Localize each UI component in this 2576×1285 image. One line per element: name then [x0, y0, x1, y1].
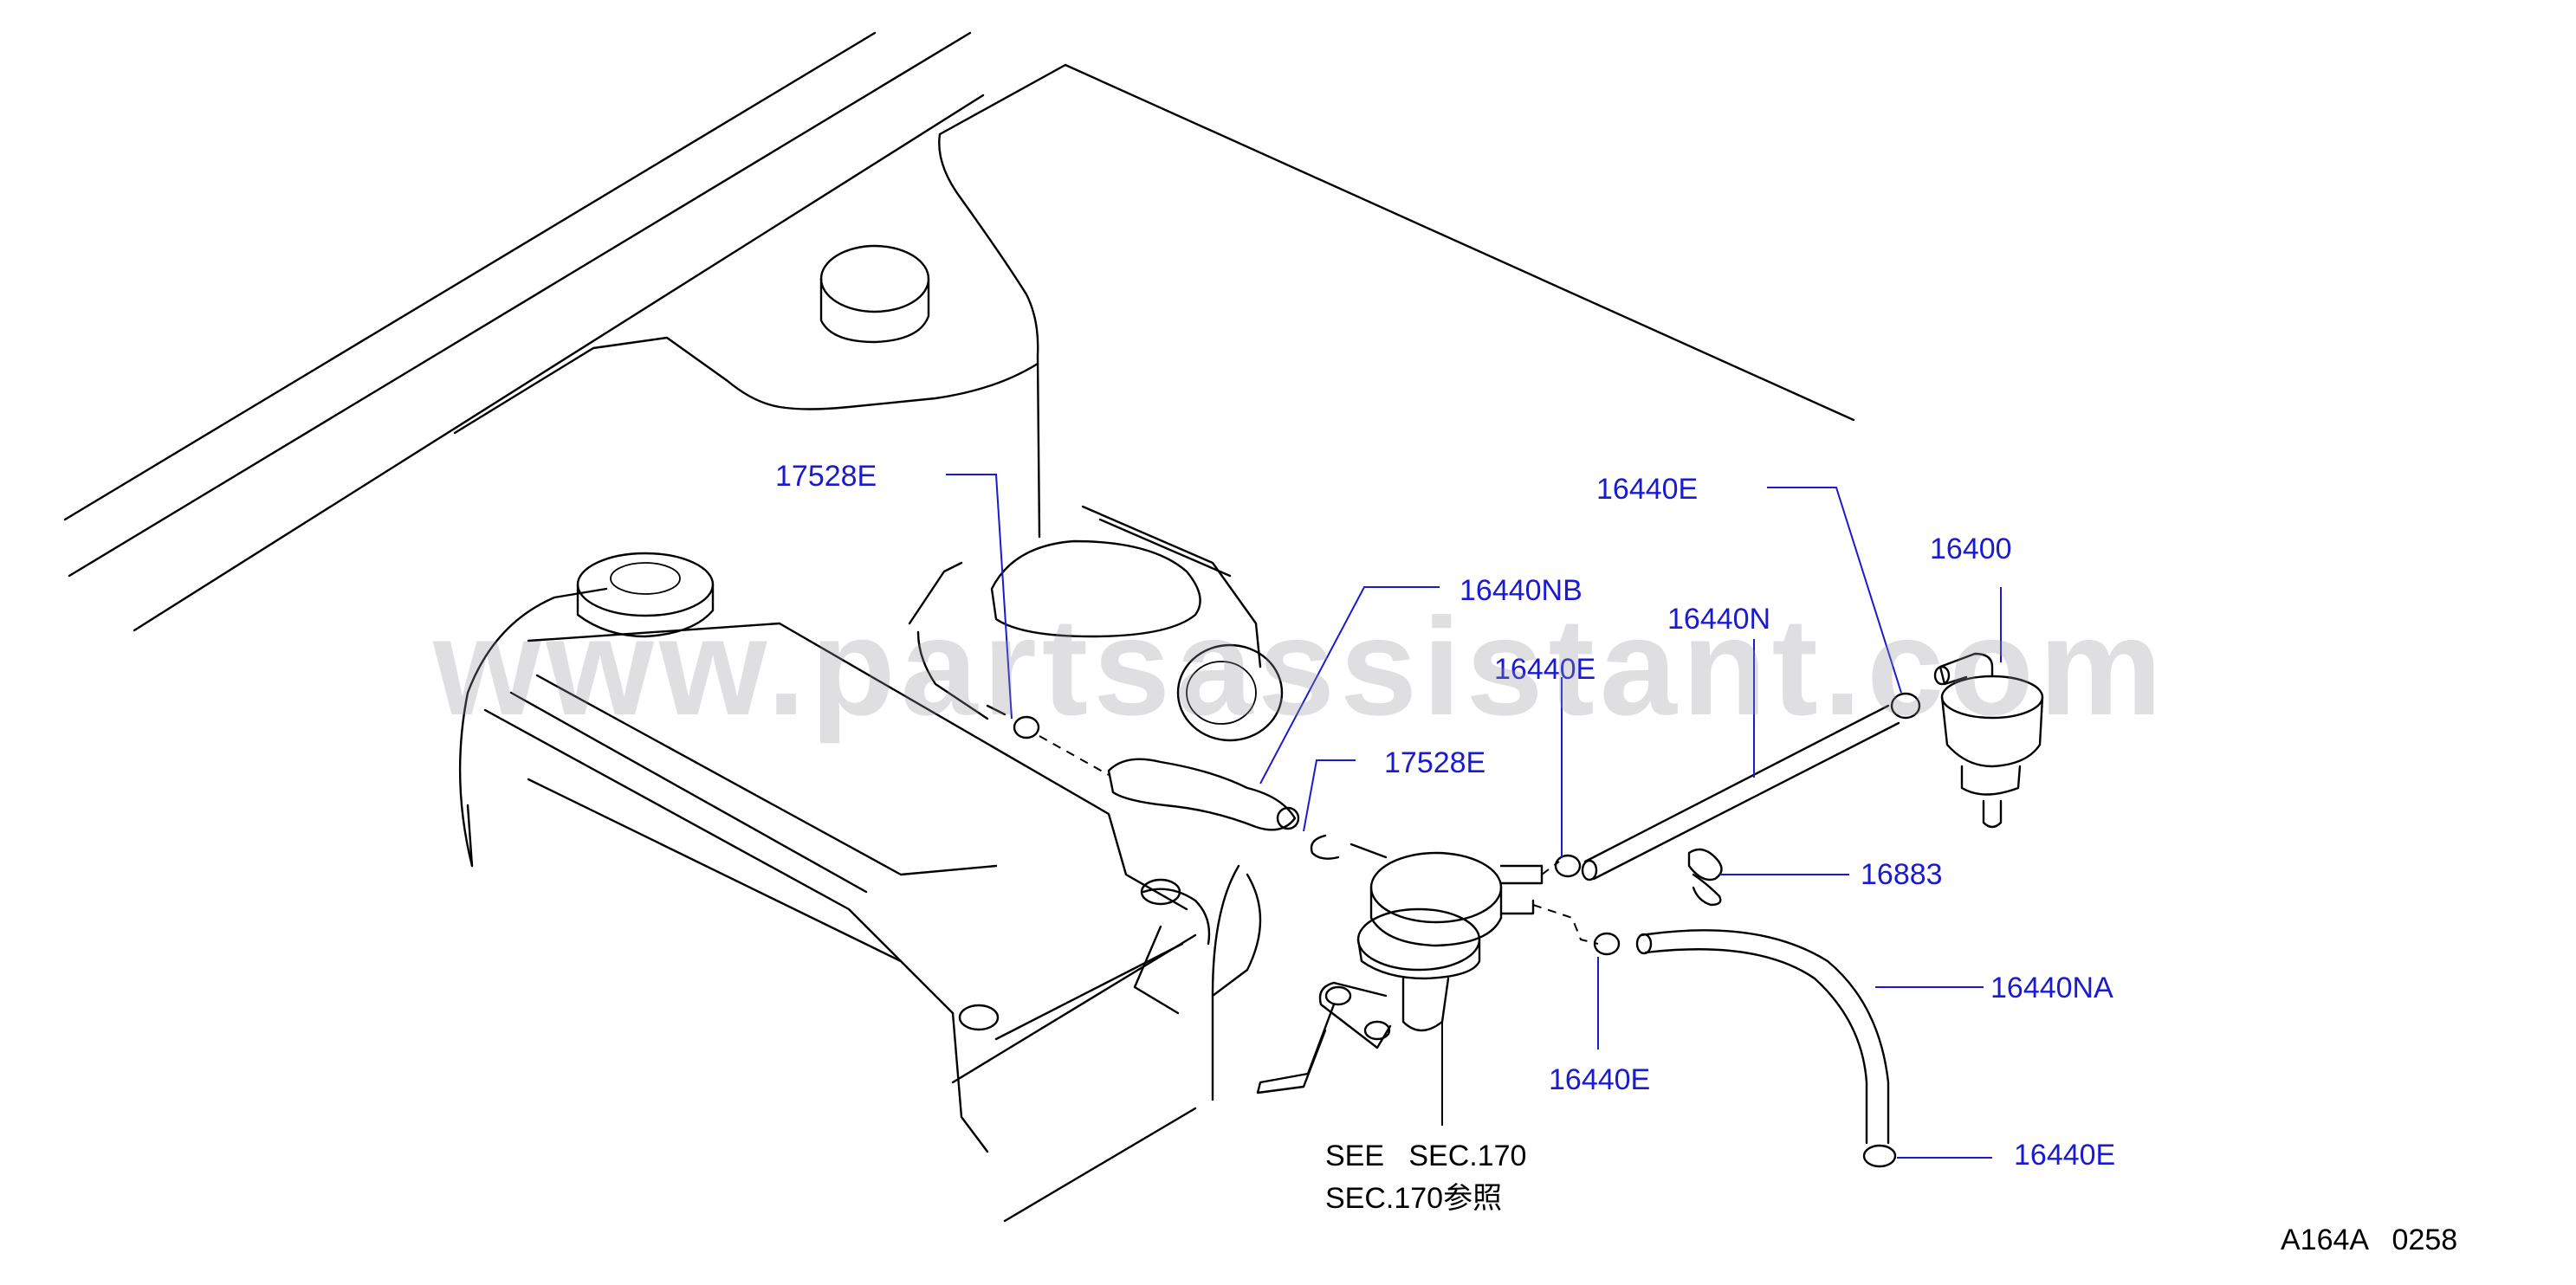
callout-16440na[interactable]: 16440NA: [1990, 972, 2113, 1004]
hose-16440n-drawing: [1581, 704, 1900, 881]
hose-clamps-drawing: [1554, 692, 1921, 1168]
drawing-code: A164A 0258: [2281, 1224, 2458, 1256]
water-outlet-drawing: [908, 505, 1284, 742]
breather-hose-drawing: [1013, 715, 1300, 831]
connection-dashes: [1532, 861, 1599, 945]
callout-17528e[interactable]: 17528E: [1384, 746, 1486, 779]
callout-16440e[interactable]: 16440E: [1549, 1063, 1651, 1096]
callout-16440n[interactable]: 16440N: [1667, 603, 1771, 636]
hood-lines: [63, 31, 1855, 632]
fuel-pump-drawing: [1256, 834, 1544, 1095]
hose-16440na-drawing: [1635, 929, 1890, 1145]
engine-block-drawing: [458, 552, 1262, 1223]
callout-16440e[interactable]: 16440E: [1494, 653, 1596, 686]
callout-17528e[interactable]: 17528E: [775, 460, 877, 493]
callout-16440e[interactable]: 16440E: [2014, 1139, 2116, 1172]
callout-16440nb[interactable]: 16440NB: [1460, 574, 1582, 607]
callout-16883[interactable]: 16883: [1861, 858, 1943, 891]
reservoir-cap-drawing: [819, 244, 930, 344]
see-section-note: SEE SEC.170: [1325, 1140, 1527, 1172]
section-reference-note: SEC.170参照: [1325, 1182, 1503, 1215]
callout-16400[interactable]: 16400: [1930, 533, 2012, 565]
leader-lines: [946, 474, 2002, 1159]
callout-16440e[interactable]: 16440E: [1596, 473, 1699, 506]
watermark: www.partsassistant.com: [433, 589, 2168, 744]
fuel-filter-drawing: [1933, 652, 2044, 829]
